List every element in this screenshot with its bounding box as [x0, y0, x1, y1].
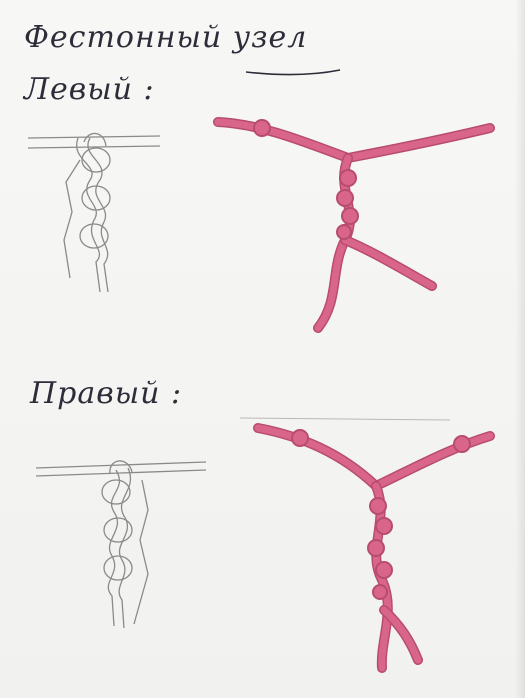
right-pencil-sketch: [36, 461, 206, 628]
right-cord-sample: [258, 428, 490, 668]
page-edge-shadow: [515, 0, 525, 698]
title-flourish: [246, 70, 340, 75]
left-pencil-sketch: [28, 133, 160, 292]
left-cord-sample: [218, 120, 490, 328]
right-label-line: [240, 418, 450, 420]
